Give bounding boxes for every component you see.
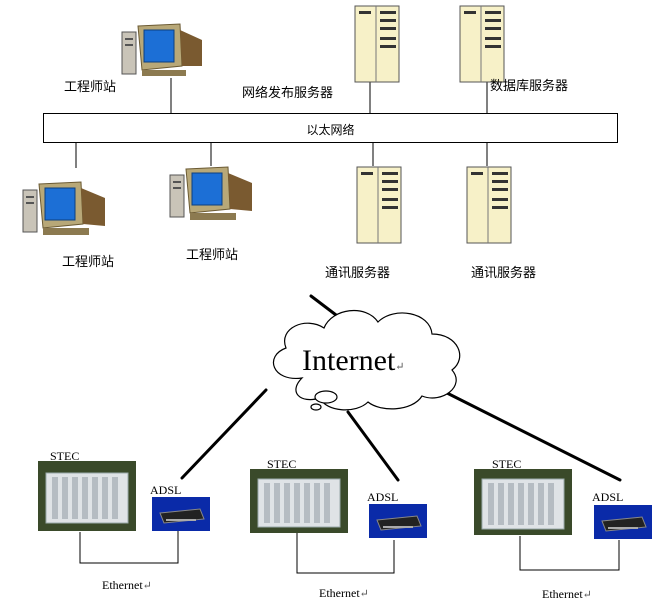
database-server-label: 数据库服务器 (490, 79, 569, 94)
ethernet-label: Ethernet↵ (102, 578, 152, 592)
adsl-label: ADSL (367, 490, 399, 504)
engineer-station-mid-label: 工程师站 (186, 248, 239, 263)
comm-server-1-icon (356, 166, 402, 244)
ethernet-label: Ethernet↵ (319, 586, 369, 600)
ethernet-bus-label: 以太网络 (306, 123, 355, 137)
comm-server-1-label: 通讯服务器 (325, 266, 391, 281)
adsl-modem-icon (152, 497, 210, 531)
ethernet-link-site2 (296, 532, 395, 574)
internet-label: Internet↵ (302, 344, 405, 377)
link-internet-servers (309, 294, 342, 320)
engineer-station-top-icon (121, 23, 202, 76)
engineer-station-left-label: 工程师站 (62, 255, 115, 270)
stec-controller-icon (250, 469, 348, 533)
adsl-label: ADSL (592, 490, 624, 504)
engineer-station-left-icon (22, 181, 105, 235)
link-internet-site2 (346, 410, 400, 482)
web-server-icon (354, 5, 400, 83)
stec-label: STEC (267, 457, 297, 471)
internet-cloud-icon (273, 309, 461, 411)
link-internet-site3 (443, 390, 622, 482)
stec-controller-icon (38, 461, 136, 531)
ethernet-link-site1 (79, 530, 179, 564)
stec-label: STEC (492, 457, 522, 471)
comm-server-2-label: 通讯服务器 (471, 266, 537, 281)
ethernet-bus: 以太网络 (43, 113, 618, 143)
stec-label: STEC (50, 449, 80, 463)
adsl-label: ADSL (150, 483, 182, 497)
ethernet-link-site3 (519, 536, 620, 571)
adsl-modem-icon (594, 505, 652, 539)
link-internet-site1 (180, 388, 268, 480)
ethernet-label: Ethernet↵ (542, 587, 592, 601)
stec-controller-icon (474, 469, 572, 535)
comm-server-2-icon (466, 166, 512, 244)
engineer-station-top-label: 工程师站 (64, 80, 117, 95)
database-server-icon (459, 5, 505, 83)
engineer-station-mid-icon (169, 166, 252, 220)
web-server-label: 网络发布服务器 (242, 86, 334, 101)
adsl-modem-icon (369, 504, 427, 538)
